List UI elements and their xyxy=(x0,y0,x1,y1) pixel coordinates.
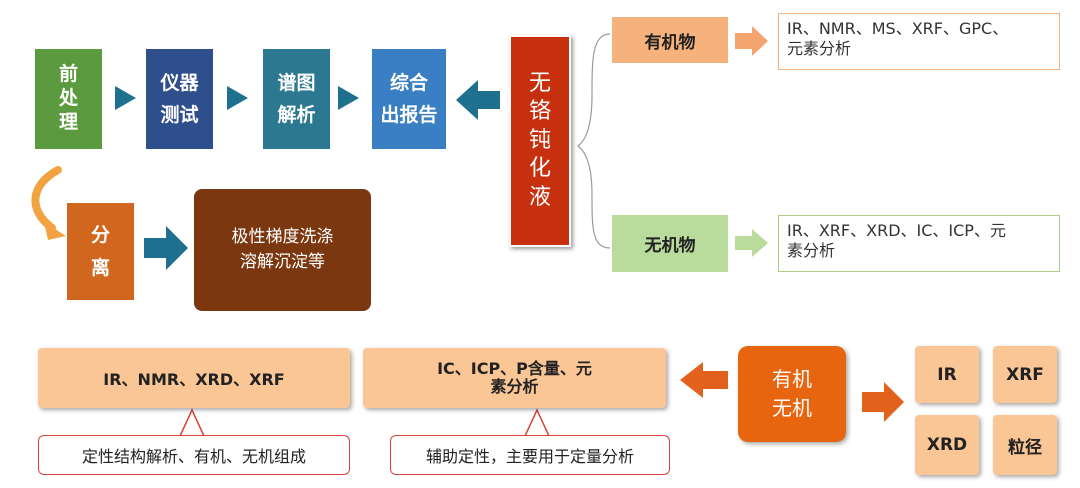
inorganic-methods-box: IR、XRF、XRD、IC、ICP、元 素分析 xyxy=(778,215,1060,272)
mid-technique-line: IC、ICP、P含量、元 xyxy=(437,358,592,378)
grid-cell-label: XRD xyxy=(926,435,968,455)
instrument-test-line: 仪器 xyxy=(160,71,199,94)
inorganic-label: 无机物 xyxy=(644,236,696,256)
arrow-2 xyxy=(227,86,248,110)
sample-char: 无 xyxy=(528,70,551,96)
mid-callout: 辅助定性，主要用于定量分析 xyxy=(390,435,670,475)
inorganic-methods-line: 素分析 xyxy=(787,241,836,260)
mid-technique-line: 素分析 xyxy=(490,377,539,396)
instrument-test-box: 仪器 测试 xyxy=(146,49,213,149)
separation-methods-box: 极性梯度洗涤 溶解沉淀等 xyxy=(194,189,371,311)
pretreatment-char: 前 xyxy=(58,63,78,86)
mid-callout-text: 辅助定性，主要用于定量分析 xyxy=(425,447,634,466)
arrow-3 xyxy=(338,86,359,110)
pretreatment-char: 处 xyxy=(58,87,78,110)
separation-box: 分 离 xyxy=(67,203,134,300)
pretreatment-box: 前 处 理 xyxy=(35,49,102,149)
sample-char: 化 xyxy=(528,156,551,182)
grid-cell-xrf: XRF xyxy=(993,346,1057,403)
spectrum-analysis-box: 谱图 解析 xyxy=(263,49,330,149)
organic-box: 有机物 xyxy=(612,17,728,63)
organic-methods-line: IR、NMR、MS、XRF、GPC、 xyxy=(787,19,1009,38)
arrow-sample-to-report xyxy=(456,80,500,120)
inorganic-box: 无机物 xyxy=(612,215,728,272)
arrow-to-mid-box xyxy=(680,362,728,398)
organic-inorganic-box: 有机 无机 xyxy=(738,346,846,442)
arrow-organic xyxy=(735,26,768,56)
separation-methods-line: 溶解沉淀等 xyxy=(240,252,325,272)
organic-label: 有机物 xyxy=(644,32,696,53)
arrow-1 xyxy=(115,86,136,110)
left-technique-label: IR、NMR、XRD、XRF xyxy=(103,370,285,389)
separation-char: 分 xyxy=(90,224,110,247)
instrument-test-line: 测试 xyxy=(160,104,199,126)
grid-cell-xrd: XRD xyxy=(915,415,979,475)
mid-technique-box: IC、ICP、P含量、元 素分析 xyxy=(363,348,666,408)
sample-char: 钝 xyxy=(528,127,551,153)
left-callout: 定性结构解析、有机、无机组成 xyxy=(38,435,350,475)
curved-arrow xyxy=(31,166,62,232)
spectrum-analysis-line: 谱图 xyxy=(277,71,316,94)
grid-cell-label: IR xyxy=(937,364,957,385)
organic-methods-line: 元素分析 xyxy=(787,39,852,58)
separation-char: 离 xyxy=(90,256,110,279)
arrow-to-grid xyxy=(862,382,904,422)
grid-cell-label: 粒径 xyxy=(1008,437,1042,458)
organic-inorganic-line: 有机 xyxy=(772,367,812,391)
brace xyxy=(577,33,611,249)
report-box: 综合 出报告 xyxy=(372,49,446,149)
arrow-separation xyxy=(144,226,188,270)
grid-cell-ir: IR xyxy=(915,346,979,403)
report-line: 综合 xyxy=(389,71,428,94)
grid-cell-label: XRF xyxy=(1006,364,1044,385)
separation-methods-line: 极性梯度洗涤 xyxy=(231,227,334,248)
report-line: 出报告 xyxy=(380,104,438,126)
sample-char: 液 xyxy=(528,184,551,210)
arrow-inorganic xyxy=(735,229,768,257)
pretreatment-char: 理 xyxy=(58,110,78,133)
sample-box: 无 铬 钝 化 液 xyxy=(509,35,571,247)
organic-methods-box: IR、NMR、MS、XRF、GPC、 元素分析 xyxy=(778,13,1060,70)
grid-cell-particle-size: 粒径 xyxy=(993,415,1057,475)
organic-inorganic-line: 无机 xyxy=(772,396,812,420)
left-callout-text: 定性结构解析、有机、无机组成 xyxy=(81,447,306,466)
left-technique-box: IR、NMR、XRD、XRF xyxy=(38,348,350,408)
spectrum-analysis-line: 解析 xyxy=(277,104,316,126)
inorganic-methods-line: IR、XRF、XRD、IC、ICP、元 xyxy=(787,221,1006,240)
sample-char: 铬 xyxy=(528,99,551,125)
